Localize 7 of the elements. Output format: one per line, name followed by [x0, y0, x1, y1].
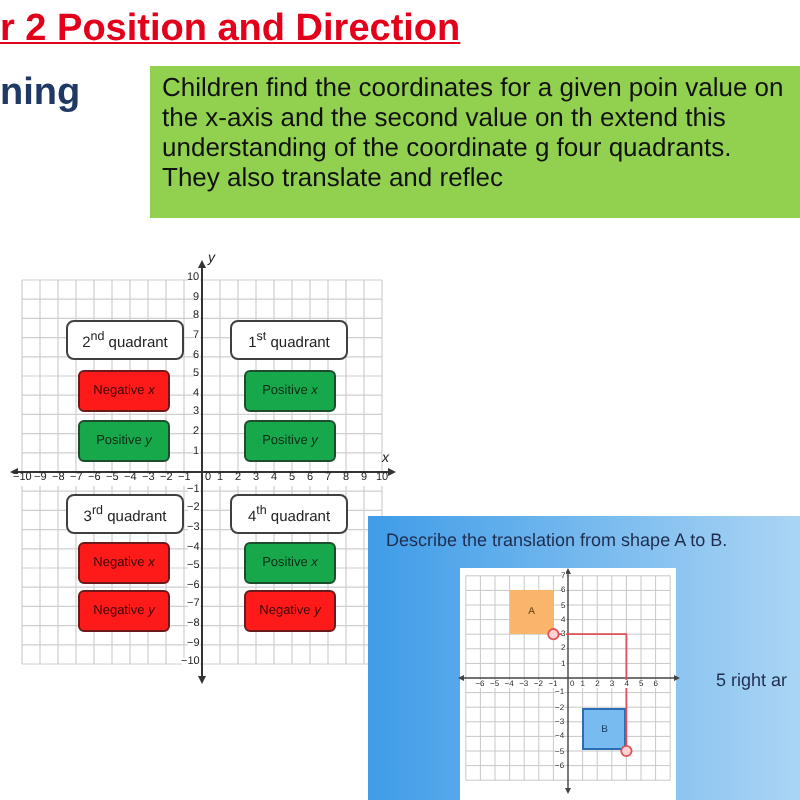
section-heading: ning	[0, 72, 81, 116]
slide-title: r 2 Position and Direction	[0, 8, 461, 52]
inset-panel	[368, 516, 800, 800]
summary-panel: Children find the coordinates for a given poin value on the x-axis and the second value on th extend this understanding of the coordinate g four quadrants. They also translate and reflec	[150, 66, 800, 218]
question-text: Describe the translation from shape A to B.	[386, 530, 728, 550]
answer-text: 5 right ar	[716, 670, 788, 690]
translation-path	[547, 628, 633, 758]
